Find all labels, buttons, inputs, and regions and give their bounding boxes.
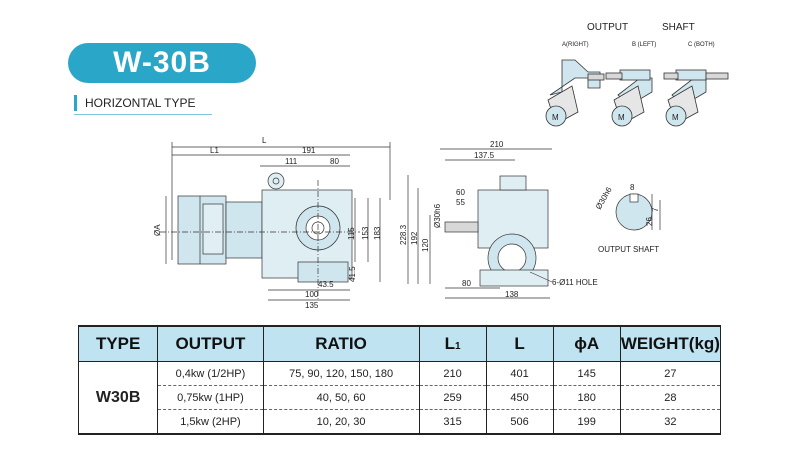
dim-183: 183 (373, 226, 382, 240)
output-cell: 0,75kw (1HP) (157, 385, 264, 410)
weight-cell: 32 (619, 409, 722, 435)
dim-L1: L1 (210, 146, 219, 155)
dim-210: 210 (490, 140, 504, 149)
hole-callout: 6-Ø11 HOLE (552, 278, 598, 287)
dim-228-3: 228.3 (399, 224, 408, 245)
table-row: W30B 0,4kw (1/2HP) 75, 90, 120, 150, 180… (77, 361, 722, 435)
dim-60: 60 (456, 188, 465, 197)
shaft-8-label: 8 (630, 183, 635, 192)
option-a-label: A(RIGHT) (562, 42, 589, 48)
l1-cell: 259 (418, 385, 487, 410)
dim-41-5: 41.5 (348, 266, 357, 282)
shaft-7-label: 7 (651, 207, 660, 212)
dim-100: 100 (305, 290, 319, 299)
header-weight: WEIGHT(kg) (619, 325, 722, 362)
header-l: L (485, 325, 554, 362)
type-cell: W30B (77, 361, 159, 435)
output-label: OUTPUT (587, 22, 629, 33)
shaft-option-a-icon (545, 59, 605, 127)
motor-a-letter: M (552, 113, 559, 122)
dim-L: L (262, 136, 267, 145)
ratio-cell: 10, 20, 30 (262, 409, 420, 435)
ratio-cell: 75, 90, 120, 150, 180 (262, 361, 420, 386)
output-cell: 1,5kw (2HP) (157, 409, 264, 435)
spec-table: TYPE OUTPUT RATIO L1 L ϕA WEIGHT(kg) W30… (77, 325, 722, 435)
table-row: 1,5kw (2HP) 10, 20, 30 315 506 199 32 (79, 409, 722, 435)
l1-cell: 315 (418, 409, 487, 435)
output-shaft-section-drawing (615, 193, 661, 231)
section-underline (74, 114, 212, 115)
table-row: 0,75kw (1HP) 40, 50, 60 259 450 180 28 (79, 385, 722, 410)
section-header: HORIZONTAL TYPE (74, 95, 195, 111)
option-c-label: C (BOTH) (688, 42, 715, 48)
dim-phi30h6: Ø30h6 (433, 203, 442, 228)
shaft-option-c-icon (663, 69, 729, 127)
output-shaft-caption: OUTPUT SHAFT (598, 245, 659, 254)
header-l1-sub: 1 (454, 341, 461, 352)
a-cell: 199 (552, 409, 621, 435)
header-ratio: RATIO (262, 325, 420, 362)
dim-137-5: 137.5 (474, 151, 495, 160)
option-b-label: B (LEFT) (632, 42, 657, 48)
model-title-badge: W-30B (68, 43, 256, 83)
header-phi-a: ϕA (552, 325, 621, 362)
dim-43-5: 43.5 (318, 280, 334, 289)
header-output: OUTPUT (157, 325, 264, 362)
a-cell: 180 (552, 385, 621, 410)
ratio-cell: 40, 50, 60 (262, 385, 420, 410)
dim-138: 138 (505, 290, 519, 299)
weight-cell: 27 (619, 361, 722, 386)
side-view-drawing (407, 148, 552, 299)
l-cell: 450 (485, 385, 554, 410)
dim-120: 120 (421, 238, 430, 252)
shaft-26-label: 26 (645, 217, 654, 226)
technical-drawing: M M M (153, 59, 729, 310)
spec-table-header-row: TYPE OUTPUT RATIO L1 L ϕA WEIGHT(kg) (77, 325, 722, 362)
weight-cell: 28 (619, 385, 722, 410)
shaft-diameter-label: Ø30h6 (594, 185, 614, 211)
header-type: TYPE (77, 325, 159, 362)
dim-80-side: 80 (462, 279, 471, 288)
a-cell: 145 (552, 361, 621, 386)
dim-135: 135 (305, 301, 319, 310)
dim-191: 191 (302, 146, 316, 155)
dim-55: 55 (456, 198, 465, 207)
motor-b-letter: M (618, 113, 625, 122)
l-cell: 506 (485, 409, 554, 435)
front-view-drawing (160, 142, 391, 301)
dim-phiA: ØA (153, 224, 162, 236)
l-cell: 401 (485, 361, 554, 386)
header-l1: L1 (418, 325, 487, 362)
dim-111: 111 (285, 157, 298, 166)
l1-cell: 210 (418, 361, 487, 386)
dim-192: 192 (410, 231, 419, 245)
motor-c-letter: M (672, 113, 679, 122)
shaft-label: SHAFT (662, 22, 695, 33)
dim-153: 153 (361, 226, 370, 240)
output-cell: 0,4kw (1/2HP) (157, 361, 264, 386)
dim-80: 80 (330, 157, 339, 166)
header-l1-main: L (444, 334, 455, 353)
shaft-option-b-icon (605, 69, 653, 127)
dim-115: 115 (347, 227, 356, 240)
